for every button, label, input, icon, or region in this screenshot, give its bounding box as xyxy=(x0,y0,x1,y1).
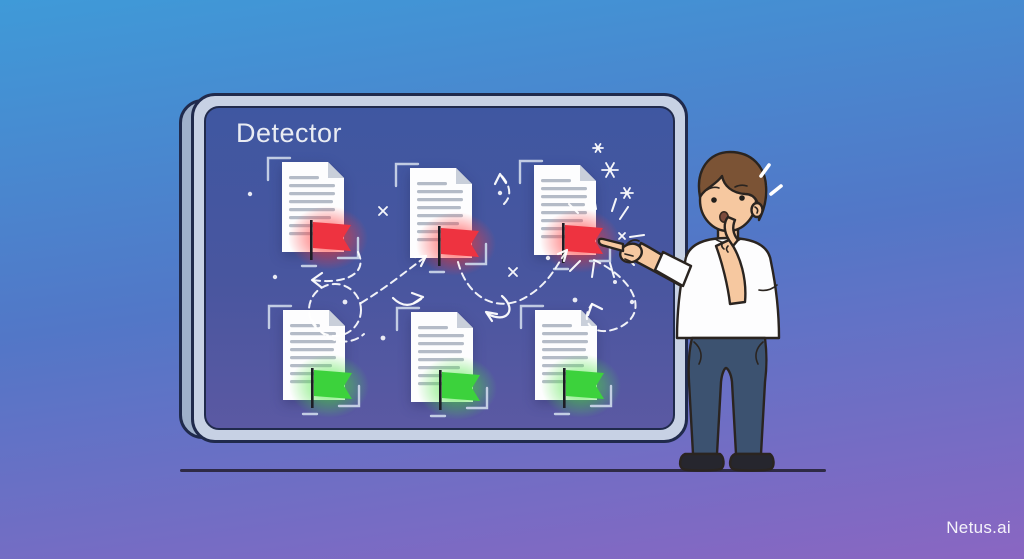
corner-bracket-top-left xyxy=(267,304,293,330)
corner-bracket-top-left xyxy=(519,304,545,330)
corner-bracket-bottom-right xyxy=(589,384,613,408)
document-red-flag-1 xyxy=(256,146,378,278)
pants xyxy=(687,336,768,456)
flag-pole xyxy=(311,368,314,408)
document-red-flag-3 xyxy=(508,149,645,281)
board-title: Detector xyxy=(236,118,343,148)
eyebrows xyxy=(706,184,748,191)
mouth xyxy=(719,211,730,224)
flag-pole xyxy=(563,368,566,408)
flag-pole xyxy=(562,223,565,263)
flag-icon xyxy=(565,225,603,254)
document-with-flag xyxy=(395,306,497,420)
eye-right xyxy=(739,195,745,201)
document-green-flag-3 xyxy=(509,294,631,426)
watermark: Netus.ai xyxy=(946,518,1011,537)
hair xyxy=(697,150,768,222)
flag-icon xyxy=(441,228,479,257)
document-with-flag xyxy=(394,162,496,276)
face xyxy=(698,167,758,233)
eye-left xyxy=(711,197,717,203)
flag-pole xyxy=(439,370,442,410)
corner-bracket-bottom-right xyxy=(465,386,489,410)
page-fold-icon xyxy=(580,165,596,181)
corner-bracket-top-left xyxy=(395,306,421,332)
corner-bracket-bottom-right xyxy=(337,384,361,408)
ground-line xyxy=(180,469,826,472)
page-fold-icon xyxy=(457,312,473,328)
chin-hand xyxy=(714,215,747,306)
page-fold-icon xyxy=(581,310,597,326)
neck xyxy=(716,224,740,246)
ear xyxy=(750,201,764,219)
flag-pole xyxy=(438,226,441,266)
document-green-flag-1 xyxy=(257,294,379,426)
shirt xyxy=(675,236,781,340)
document-with-flag xyxy=(519,304,621,418)
surprise-marks xyxy=(759,163,783,196)
document-with-flag xyxy=(267,304,369,418)
flag-icon xyxy=(442,372,480,401)
corner-bracket-top-left xyxy=(518,159,544,185)
page-fold-icon xyxy=(456,168,472,184)
collar xyxy=(714,238,742,244)
corner-bracket-top-left xyxy=(394,162,420,188)
page-fold-icon xyxy=(328,162,344,178)
flag-icon xyxy=(313,222,351,251)
flag-icon xyxy=(566,370,604,399)
flag-icon xyxy=(314,370,352,399)
page-fold-icon xyxy=(329,310,345,326)
document-with-flag xyxy=(266,156,368,270)
sleeve-line xyxy=(758,284,778,292)
corner-bracket-top-left xyxy=(266,156,292,182)
person-head xyxy=(697,150,768,233)
document-red-flag-2 xyxy=(384,152,506,284)
document-green-flag-2 xyxy=(385,296,507,428)
flag-pole xyxy=(310,220,313,260)
document-with-flag xyxy=(518,159,645,278)
